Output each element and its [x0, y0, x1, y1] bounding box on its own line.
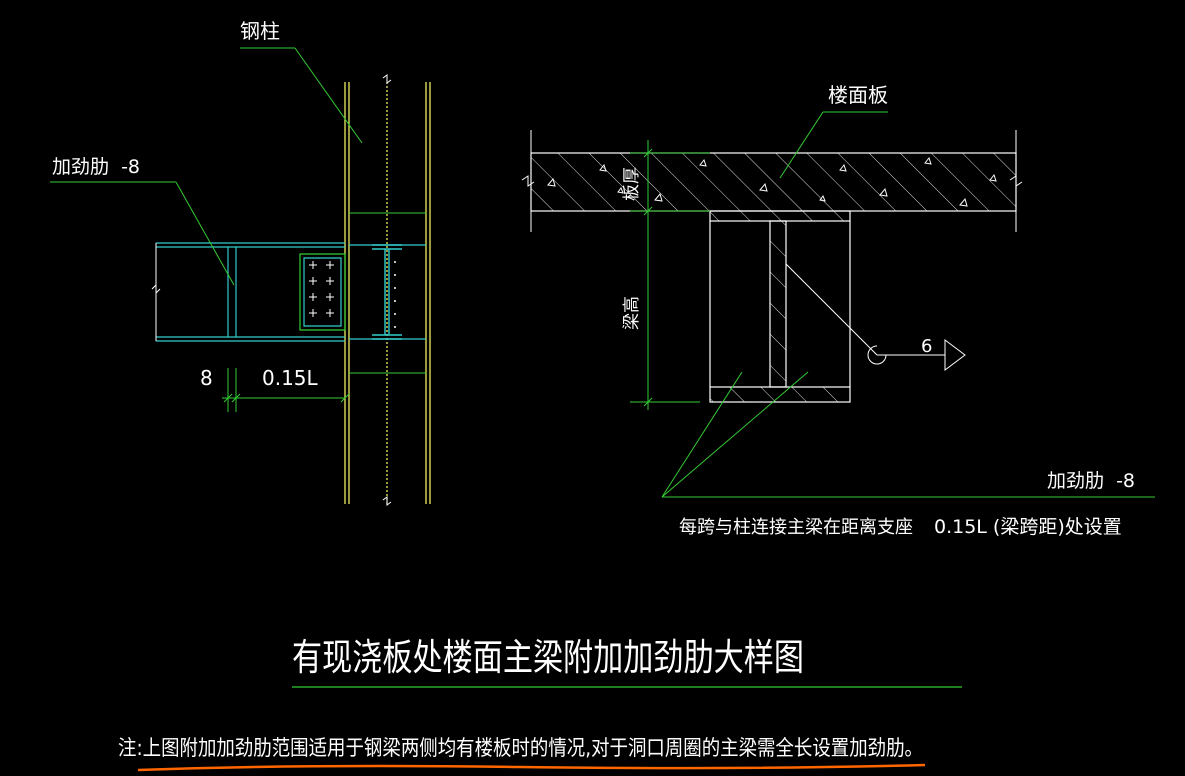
drawing-title: 有现浇板处楼面主梁附加加劲肋大样图 — [292, 636, 804, 679]
dimension-015l — [222, 368, 350, 412]
weld-dots — [394, 261, 396, 328]
dim-label-015l: 0.15L — [262, 366, 319, 390]
note-underline — [137, 763, 926, 772]
leader-steel-column — [240, 47, 363, 144]
slab-aggregate-marks — [547, 156, 997, 207]
steel-column — [344, 82, 431, 504]
label-floor-slab: 楼面板 — [828, 83, 888, 107]
bolt-group — [309, 261, 334, 317]
label-beam-height: 梁高 — [622, 296, 642, 330]
beam-section — [709, 210, 851, 403]
weld-symbol — [785, 263, 966, 371]
note-text: 注:上图附加加劲肋范围适用于钢梁两侧均有楼板时的情况,对于洞口周圈的主梁需全长设… — [118, 736, 923, 760]
column-break-marks — [382, 74, 392, 506]
leader-stiffener-left — [50, 181, 235, 286]
column-section-at-joint — [372, 244, 402, 340]
shear-tab-plate — [299, 253, 346, 331]
label-slab-thickness: 板厚 — [622, 167, 642, 201]
label-stiffener-left: 加劲肋 -8 — [52, 156, 140, 178]
label-stiffener-right: 加劲肋 -8 — [1047, 470, 1135, 492]
label-span-note-b: 0.15L (梁跨距)处设置 — [934, 516, 1122, 538]
leader-stiffener-right — [661, 371, 1155, 498]
column-stiffener-lines — [349, 212, 426, 374]
leader-floor-slab — [779, 111, 888, 179]
dimension-slab-beam — [630, 140, 710, 410]
steel-beam-elevation — [156, 242, 426, 342]
floor-slab — [530, 152, 1017, 212]
dim-label-8: 8 — [200, 366, 213, 390]
label-weld-size: 6 — [921, 336, 932, 357]
label-span-note-a: 每跨与柱连接主梁在距离支座 — [679, 517, 913, 538]
label-steel-column: 钢柱 — [240, 19, 280, 43]
slab-extension-lines — [530, 130, 1017, 232]
